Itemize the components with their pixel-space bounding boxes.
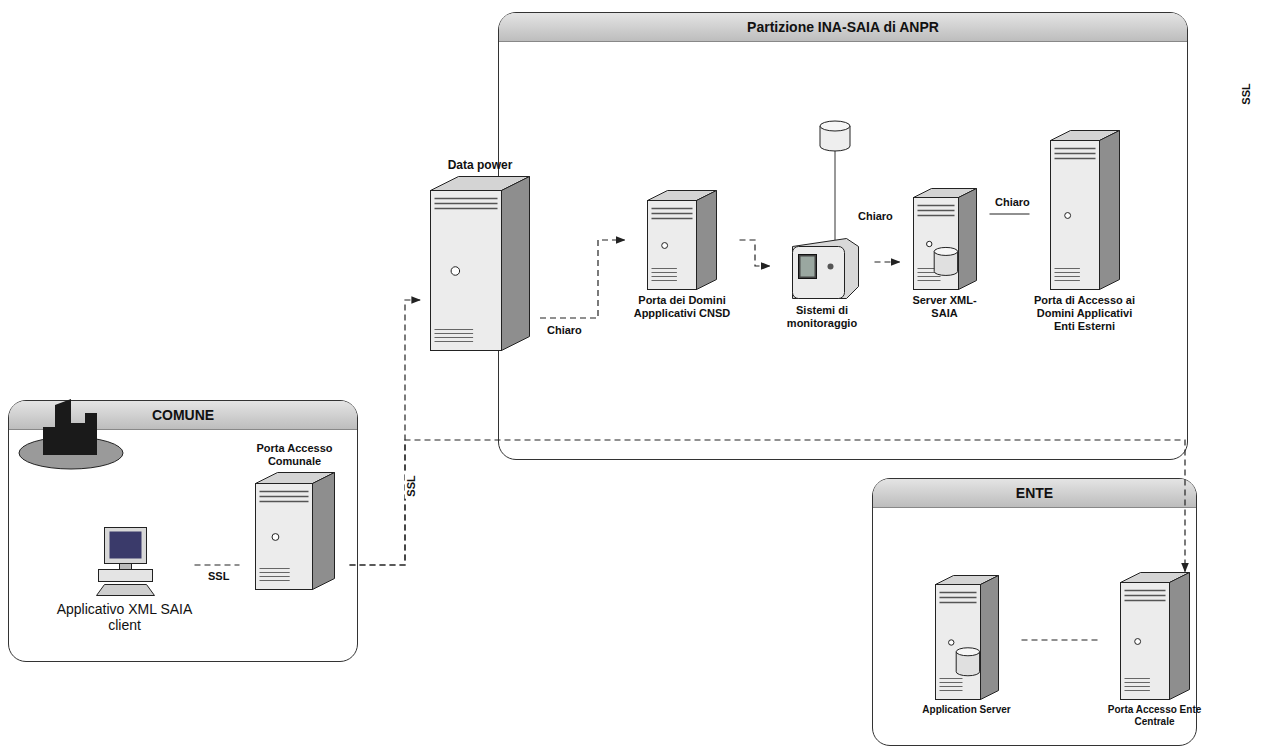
server-node: Data power [420,158,540,351]
region-heading: ENTE [873,479,1196,507]
serverdb-icon [913,188,977,290]
edge-label: Chiaro [856,210,895,222]
connector [540,240,625,318]
node-label: Applicativo XML SAIA client [55,601,195,635]
edge-label: Chiaro [545,324,584,336]
protocol-label: SSL [1240,81,1252,106]
node-label: Application Server [912,704,1022,716]
server-node: Porta di Accesso ai Domini Applicativi E… [1030,130,1140,334]
server-icon [255,472,335,590]
server-icon [647,190,717,290]
node-label: Porta di Accesso ai Domini Applicativi E… [1030,294,1140,334]
connector [875,261,900,262]
town-hall-symbol [13,395,129,475]
node-label: Porta dei Domini Appplicativi CNSD [625,294,740,320]
server-node: Porta Accesso Comunale [240,442,350,590]
node-label: Porta Accesso Ente Centrale [1100,704,1210,728]
connector [350,300,421,565]
server-icon [1050,130,1120,290]
cylinder-top [820,121,850,131]
connector [1022,639,1100,640]
serverdb-icon [935,575,999,700]
node-label: Data power [420,158,540,172]
header-band: COMUNE [9,401,357,430]
region-box: ENTEApplication ServerPorta Accesso Ente… [872,478,1197,746]
server-icon [1120,572,1190,700]
region-heading: Partizione INA-SAIA di ANPR [499,13,1187,41]
server-node: Porta dei Domini Appplicativi CNSD [625,190,740,320]
server-node: Applicativo XML SAIA client [55,525,195,635]
connector [195,564,240,565]
server-node: Server XML-SAIA [900,188,990,320]
region-box: COMUNE Porta Accesso ComunaleApplicativo … [8,400,358,662]
node-label: Porta Accesso Comunale [240,442,350,468]
edge-label: SSL [405,473,417,498]
node-label: Sistemi di monitoraggio [770,304,875,330]
device-icon [784,236,860,300]
edge-label: SSL [206,570,231,582]
leader-line [835,150,836,240]
edge-label: Chiaro [993,196,1032,208]
server-icon [430,176,530,351]
pc-icon [94,525,156,597]
header-band: ENTE [873,479,1196,508]
server-node: Sistemi di monitoraggio [770,236,875,330]
node-label: Server XML-SAIA [900,294,990,320]
region-heading: COMUNE [9,401,357,429]
server-node: Porta Accesso Ente Centrale [1100,572,1210,728]
connector [740,240,770,266]
header-band: Partizione INA-SAIA di ANPR [499,13,1187,42]
connector [350,440,1186,572]
monitor-database [820,121,850,240]
region-box: Partizione INA-SAIA di ANPR Porta dei Dom… [498,12,1188,460]
connector [990,213,1030,214]
server-node: Application Server [912,575,1022,716]
